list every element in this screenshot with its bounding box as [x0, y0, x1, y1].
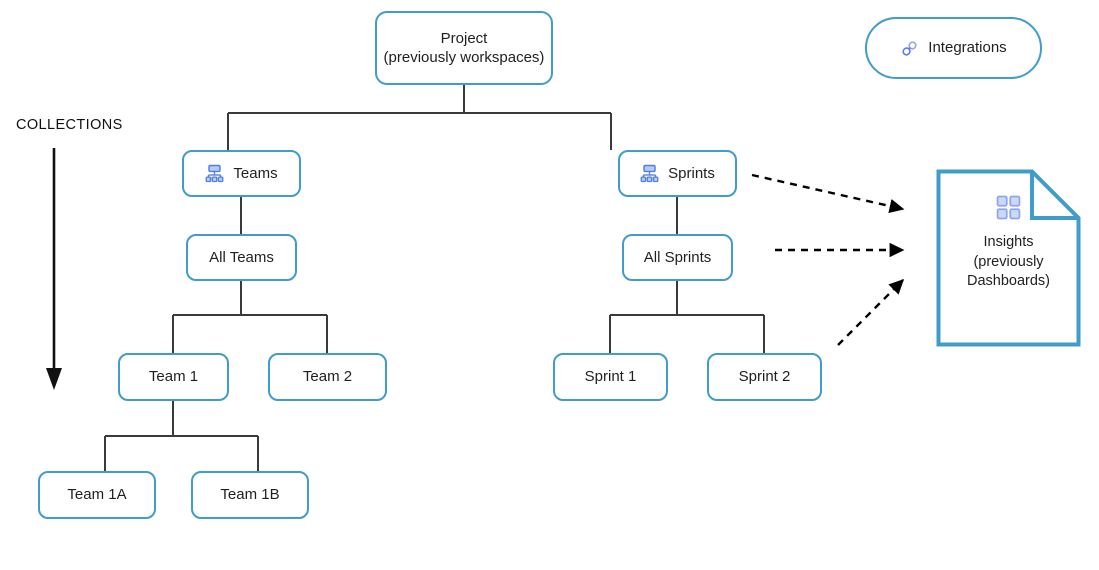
document-shape: [936, 169, 1081, 347]
dashed-arrow-sprints-to-insights: [751, 173, 905, 214]
collections-annotation: COLLECTIONS: [16, 117, 123, 133]
insights-content: Insights (previously Dashboards): [936, 195, 1081, 292]
node-all-sprints-label: All Sprints: [643, 248, 712, 266]
node-insights[interactable]: Insights (previously Dashboards): [936, 169, 1081, 347]
node-team-1b[interactable]: Team 1B: [191, 471, 309, 519]
node-team-2-label: Team 2: [302, 368, 353, 386]
node-all-teams[interactable]: All Teams: [186, 234, 297, 281]
node-team-1b-label: Team 1B: [220, 486, 280, 504]
node-team-1a[interactable]: Team 1A: [38, 471, 156, 519]
dashed-arrow-sprint2-to-insights: [837, 278, 905, 346]
node-project-label: Project (previously workspaces): [383, 29, 545, 66]
node-integrations[interactable]: Integrations: [865, 17, 1042, 79]
node-team-1a-label: Team 1A: [67, 486, 127, 504]
integrations-link-icon: [900, 39, 919, 58]
hierarchy-icon: [640, 164, 659, 183]
node-team-1-label: Team 1: [148, 368, 199, 386]
connector-all-sprints-to-children: [609, 281, 765, 353]
node-teams-label: Teams: [233, 164, 278, 182]
collections-label: COLLECTIONS: [16, 117, 123, 133]
node-sprint-1-label: Sprint 1: [584, 368, 637, 386]
node-sprint-2-label: Sprint 2: [738, 368, 791, 386]
node-sprint-1[interactable]: Sprint 1: [553, 353, 668, 401]
node-teams[interactable]: Teams: [182, 150, 301, 197]
node-sprint-2[interactable]: Sprint 2: [707, 353, 822, 401]
node-project[interactable]: Project (previously workspaces): [375, 11, 553, 85]
node-all-teams-label: All Teams: [209, 248, 274, 266]
node-all-sprints[interactable]: All Sprints: [622, 234, 733, 281]
node-sprints-label: Sprints: [668, 164, 715, 182]
connector-all-teams-to-children: [172, 281, 328, 353]
connector-team-1-to-children: [104, 401, 259, 471]
connector-project-to-teams-sprints: [227, 85, 612, 150]
node-sprints[interactable]: Sprints: [618, 150, 737, 197]
grid-2x2-icon: [996, 195, 1021, 220]
hierarchy-icon: [205, 164, 224, 183]
down-arrow-icon: [46, 148, 62, 390]
node-team-2[interactable]: Team 2: [268, 353, 387, 401]
node-team-1[interactable]: Team 1: [118, 353, 229, 401]
node-integrations-label: Integrations: [928, 39, 1007, 57]
node-insights-label: Insights (previously Dashboards): [966, 234, 1050, 290]
